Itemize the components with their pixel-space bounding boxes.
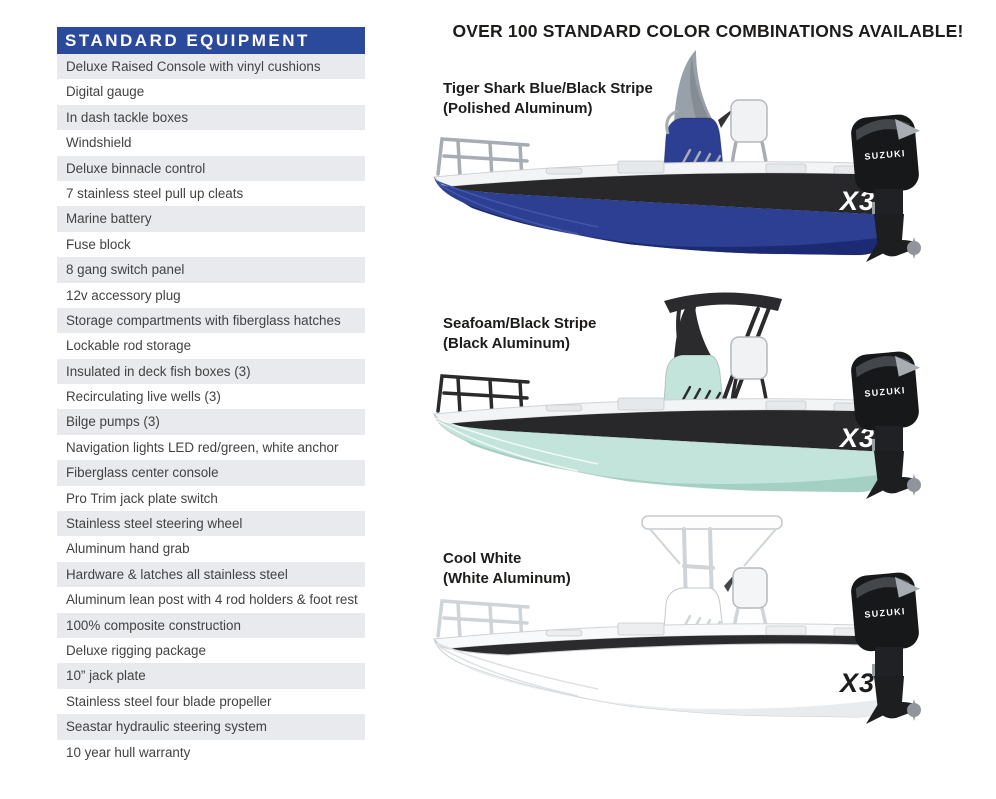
equipment-item: Aluminum hand grab — [57, 536, 365, 562]
equipment-item: Deluxe binnacle control — [57, 155, 365, 181]
svg-text:SUZUKI: SUZUKI — [864, 606, 906, 620]
deck-hatches — [545, 160, 867, 175]
standard-equipment-panel: STANDARD EQUIPMENT Deluxe Raised Console… — [57, 27, 365, 765]
equipment-item: Seastar hydraulic steering system — [57, 714, 365, 740]
fin — [674, 295, 714, 361]
outboard-motor: SUZUKI — [851, 114, 921, 262]
equipment-item: Deluxe Raised Console with vinyl cushion… — [57, 54, 365, 80]
boat-2-name: Seafoam/Black Stripe — [443, 315, 597, 332]
boat-3-name: Cool White — [443, 550, 522, 567]
x3-logo: X3 — [838, 668, 875, 698]
boat-3-drawing: X3 SUZUKI — [432, 515, 921, 724]
svg-text:SUZUKI: SUZUKI — [864, 385, 906, 399]
equipment-item: Digital gauge — [57, 79, 365, 105]
boat-1-illustration: X3 SUZUKI — [428, 44, 988, 269]
t-top-canopy — [664, 292, 782, 313]
equipment-item: Recirculating live wells (3) — [57, 384, 365, 410]
equipment-item: 100% composite construction — [57, 612, 365, 638]
equipment-item: 12v accessory plug — [57, 282, 365, 308]
hull-bottom-shade — [462, 439, 885, 492]
equipment-item: Windshield — [57, 130, 365, 156]
boat-3-finish: (White Aluminum) — [443, 569, 571, 587]
equipment-item: 10 year hull warranty — [57, 739, 365, 765]
boat-3-illustration: X3 SUZUKI — [428, 506, 988, 731]
hull-strakes — [435, 180, 599, 235]
equipment-item: 7 stainless steel pull up cleats — [57, 180, 365, 207]
boat-1-finish: (Polished Aluminum) — [443, 99, 593, 117]
equipment-item: Fuse block — [57, 231, 365, 258]
t-top-canopy — [641, 515, 783, 530]
fin — [674, 50, 715, 124]
boat-1-name: Tiger Shark Blue/Black Stripe — [443, 80, 653, 97]
equipment-item: 8 gang switch panel — [57, 257, 365, 283]
equipment-list: Deluxe Raised Console with vinyl cushion… — [57, 54, 365, 765]
hull-strakes — [435, 417, 599, 472]
pennant-flag — [718, 108, 734, 128]
color-combinations-heading: OVER 100 STANDARD COLOR COMBINATIONS AVA… — [452, 21, 964, 41]
equipment-item: Stainless steel steering wheel — [57, 511, 365, 537]
outboard-motor: SUZUKI — [851, 351, 921, 499]
hull-stripe — [444, 173, 890, 215]
equipment-item: Bilge pumps (3) — [57, 409, 365, 435]
console-grab-rail — [665, 109, 679, 135]
equipment-item: Aluminum lean post with 4 rod holders & … — [57, 587, 365, 613]
t-top — [641, 515, 783, 608]
equipment-item: Storage compartments with fiberglass hat… — [57, 307, 365, 334]
outboard-motor: SUZUKI — [851, 572, 921, 724]
boat-3-label: Cool White (White Aluminum) — [443, 549, 743, 588]
equipment-item: Insulated in deck fish boxes (3) — [57, 358, 365, 385]
hull-stripe — [444, 410, 890, 452]
hull-bottom-shade — [462, 664, 885, 717]
equipment-item: Deluxe rigging package — [57, 637, 365, 664]
boat-2-drawing: X3 SUZUKI — [432, 292, 921, 499]
boat-1-drawing: X3 SUZUKI — [432, 50, 921, 262]
boat-2-label: Seafoam/Black Stripe (Black Aluminum) — [443, 314, 743, 353]
equipment-item: Hardware & latches all stainless steel — [57, 561, 365, 588]
hull-strakes — [435, 642, 599, 697]
boat-1-label: Tiger Shark Blue/Black Stripe (Polished … — [443, 79, 743, 118]
equipment-item: Stainless steel four blade propeller — [57, 688, 365, 715]
equipment-item: Lockable rod storage — [57, 333, 365, 359]
svg-text:SUZUKI: SUZUKI — [864, 148, 906, 162]
standard-equipment-header: STANDARD EQUIPMENT — [57, 27, 365, 54]
bow-rail — [436, 137, 530, 182]
boat-2-illustration: X3 SUZUKI — [428, 281, 988, 506]
equipment-item: Marine battery — [57, 206, 365, 232]
hull-stripe — [444, 635, 890, 655]
equipment-item: 10” jack plate — [57, 663, 365, 689]
equipment-item: Fiberglass center console — [57, 460, 365, 486]
boat-2-finish: (Black Aluminum) — [443, 334, 570, 352]
equipment-item: Pro Trim jack plate switch — [57, 485, 365, 512]
equipment-item: Navigation lights LED red/green, white a… — [57, 434, 365, 461]
equipment-item: In dash tackle boxes — [57, 104, 365, 131]
hull-bottom-shade — [462, 202, 885, 255]
